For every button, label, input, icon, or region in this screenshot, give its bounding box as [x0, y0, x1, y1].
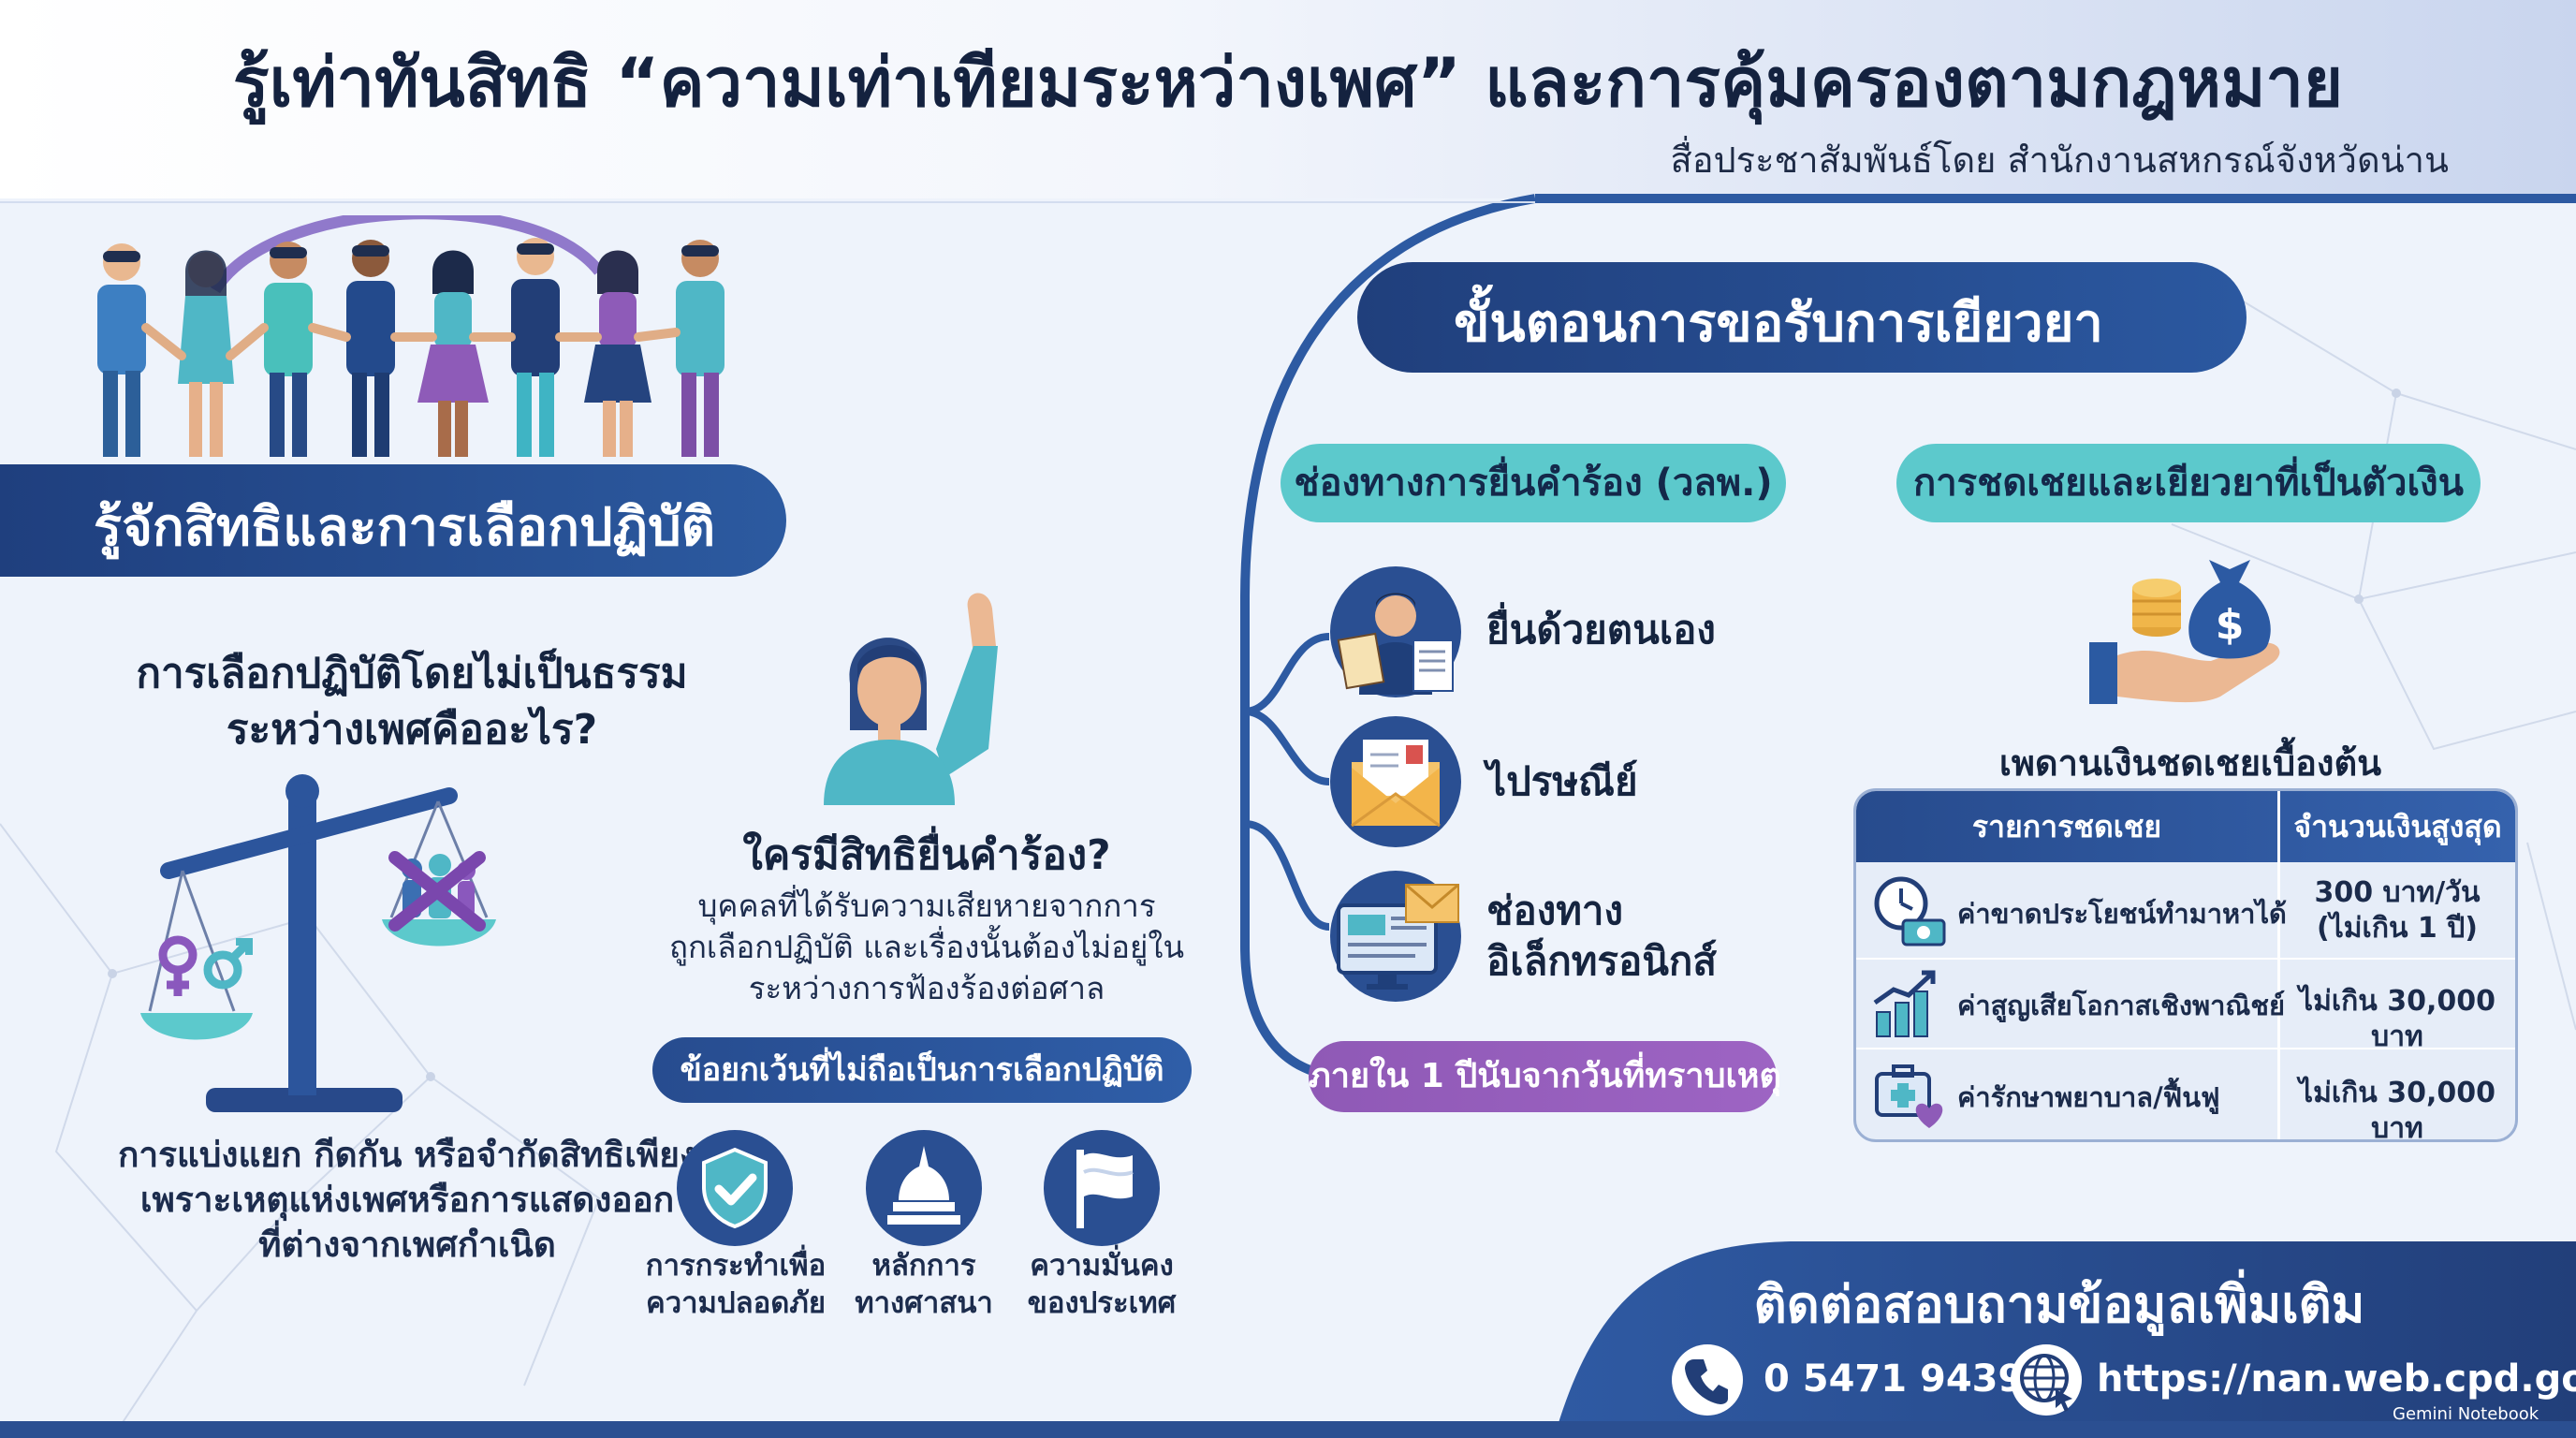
- compensation-table-header: [1856, 791, 2515, 862]
- row-commercial-loss-value: ไม่เกิน 30,000 บาท: [2299, 985, 2496, 1053]
- exception-security-label: ความมั่นคง ของประเทศ: [999, 1247, 1205, 1322]
- rights-section-banner: [0, 464, 786, 577]
- who-can-file-title: ใครมีสิทธิยื่นคำร้อง?: [742, 831, 1111, 879]
- compensation-table: รายการชดเชย จำนวนเงินสูงสุด ค่าขาดประโยช…: [1853, 788, 2518, 1142]
- medical-kit-heart-icon: [1875, 1064, 1943, 1128]
- discrimination-definition: การแบ่งแยก กีดกัน หรือจำกัดสิทธิเพียง เพ…: [37, 1133, 777, 1268]
- who-line-1: บุคคลที่ได้รับความเสียหายจากการ: [697, 888, 1156, 924]
- row-medical-value: ไม่เกิน 30,000 บาท: [2299, 1077, 2496, 1142]
- filing-channels-pill: ช่องทางการยื่นคำร้อง (วลพ.): [1281, 444, 1786, 522]
- page-title: รู้เท่าทันสิทธิ “ความเท่าเทียมระหว่างเพศ…: [232, 43, 2344, 122]
- channel-electronic-line-2: อิเล็กทรอนิกส์: [1486, 938, 1717, 984]
- rising-chart-icon: [1873, 970, 1936, 1037]
- row-divider: [1856, 1048, 2515, 1049]
- exceptions-pill: ข้อยกเว้นที่ไม่ถือเป็นการเลือกปฏิบัติ: [652, 1037, 1192, 1103]
- row-lost-income-value-line-1: 300 บาท/วัน: [2314, 876, 2481, 909]
- row-medical-label: ค่ารักษาพยาบาล/ฟื้นฟู: [1957, 1081, 2220, 1113]
- exception-religion-line-1: หลักการ: [871, 1249, 976, 1283]
- who-can-file-description: บุคคลที่ได้รับความเสียหายจากการ ถูกเลือก…: [637, 886, 1217, 1009]
- globe-icon: [2011, 1344, 2082, 1416]
- column-header-amount: จำนวนเงินสูงสุด: [2293, 809, 2502, 844]
- phone-number[interactable]: 0 5471 9439: [1764, 1357, 2025, 1401]
- shield-check-icon: [677, 1130, 793, 1246]
- flag-icon: [1044, 1130, 1160, 1246]
- rights-section-title: รู้จักสิทธิและการเลือกปฏิบัติ: [94, 497, 716, 558]
- remedy-steps-title: ขั้นตอนการขอรับการเยียวยา: [1454, 293, 2103, 354]
- gemini-notebook-watermark: Gemini Notebook: [2393, 1404, 2539, 1424]
- exception-safety-line-1: การกระทำเพื่อ: [645, 1249, 827, 1283]
- contact-title: ติดต่อสอบถามข้อมูลเพิ่มเติม: [1753, 1275, 2365, 1334]
- page-subtitle: สื่อประชาสัมพันธ์โดย สำนักงานสหกรณ์จังหว…: [1670, 139, 2449, 181]
- definition-line-2: เพราะเหตุแห่งเพศหรือการแสดงออก: [139, 1180, 675, 1220]
- header-band: [0, 0, 2576, 198]
- column-divider: [2277, 791, 2280, 1139]
- filing-deadline-pill: ภายใน 1 ปีนับจากวันที่ทราบเหตุ: [1309, 1041, 1781, 1112]
- exception-security-line-1: ความมั่นคง: [1030, 1249, 1174, 1283]
- channel-in-person-label: ยื่นด้วยตนเอง: [1486, 607, 1716, 653]
- channel-post-label: ไปรษณีย์: [1486, 758, 1638, 804]
- clock-money-icon: [1874, 876, 1946, 946]
- row-commercial-loss-label: ค่าสูญเสียโอกาสเชิงพาณิชย์: [1957, 990, 2285, 1021]
- row-divider: [1856, 958, 2515, 960]
- woman-raising-hand-icon: [824, 593, 998, 805]
- balance-scale-icon: [140, 774, 496, 1112]
- definition-line-1: การแบ่งแยก กีดกัน หรือจำกัดสิทธิเพียง: [118, 1135, 696, 1175]
- phone-icon: [1672, 1344, 1743, 1416]
- website-link[interactable]: https://nan.web.cpd.go.th/: [2097, 1357, 2576, 1401]
- column-header-item: รายการชดเชย: [1971, 809, 2162, 844]
- person-with-documents-icon: [1330, 566, 1461, 697]
- religious-dome-icon: [866, 1130, 982, 1246]
- discrimination-question-line-1: การเลือกปฏิบัติโดยไม่เป็นธรรม: [136, 650, 688, 697]
- discrimination-question-line-2: ระหว่างเพศคืออะไร?: [226, 706, 598, 754]
- discrimination-question: การเลือกปฏิบัติโดยไม่เป็นธรรม ระหว่างเพศ…: [37, 646, 786, 758]
- excluded-people-icon: [388, 851, 486, 932]
- exception-safety-line-2: ความปลอดภัย: [645, 1286, 826, 1320]
- channel-electronic-label: ช่องทาง อิเล็กทรอนิกส์: [1486, 886, 1717, 987]
- footer-strip: [0, 1421, 2576, 1438]
- row-lost-income-label: ค่าขาดประโยชน์ทำมาหาได้: [1957, 898, 2287, 930]
- exception-religion-line-2: ทางศาสนา: [855, 1286, 993, 1320]
- exception-security-line-2: ของประเทศ: [1027, 1286, 1177, 1320]
- remedy-steps-banner: [1357, 262, 2247, 373]
- who-line-2: ถูกเลือกปฏิบัติ และเรื่องนั้นต้องไม่อยู่…: [668, 929, 1185, 965]
- diverse-people-illustration: [97, 215, 724, 457]
- mail-envelope-icon: [1330, 716, 1461, 847]
- compensation-table-heading: เพดานเงินชดเชยเบื้องต้น: [1998, 742, 2382, 784]
- channel-electronic-line-1: ช่องทาง: [1486, 888, 1624, 933]
- row-lost-income-value: 300 บาท/วัน (ไม่เกิน 1 ปี): [2280, 875, 2514, 946]
- hand-money-bag-icon: $: [2089, 560, 2280, 704]
- who-line-3: ระหว่างการฟ้องร้องต่อศาล: [748, 970, 1105, 1006]
- svg-text:$: $: [2216, 601, 2245, 649]
- exception-religion-label: หลักการ ทางศาสนา: [821, 1247, 1027, 1322]
- gender-symbols-icon: [158, 935, 253, 996]
- monetary-compensation-pill: การชดเชยและเยียวยาที่เป็นตัวเงิน: [1896, 444, 2481, 522]
- computer-email-icon: [1330, 871, 1461, 1002]
- row-lost-income-value-line-2: (ไม่เกิน 1 ปี): [2316, 912, 2479, 945]
- definition-line-3: ที่ต่างจากเพศกำเนิด: [258, 1225, 556, 1265]
- exception-safety-label: การกระทำเพื่อ ความปลอดภัย: [633, 1247, 839, 1322]
